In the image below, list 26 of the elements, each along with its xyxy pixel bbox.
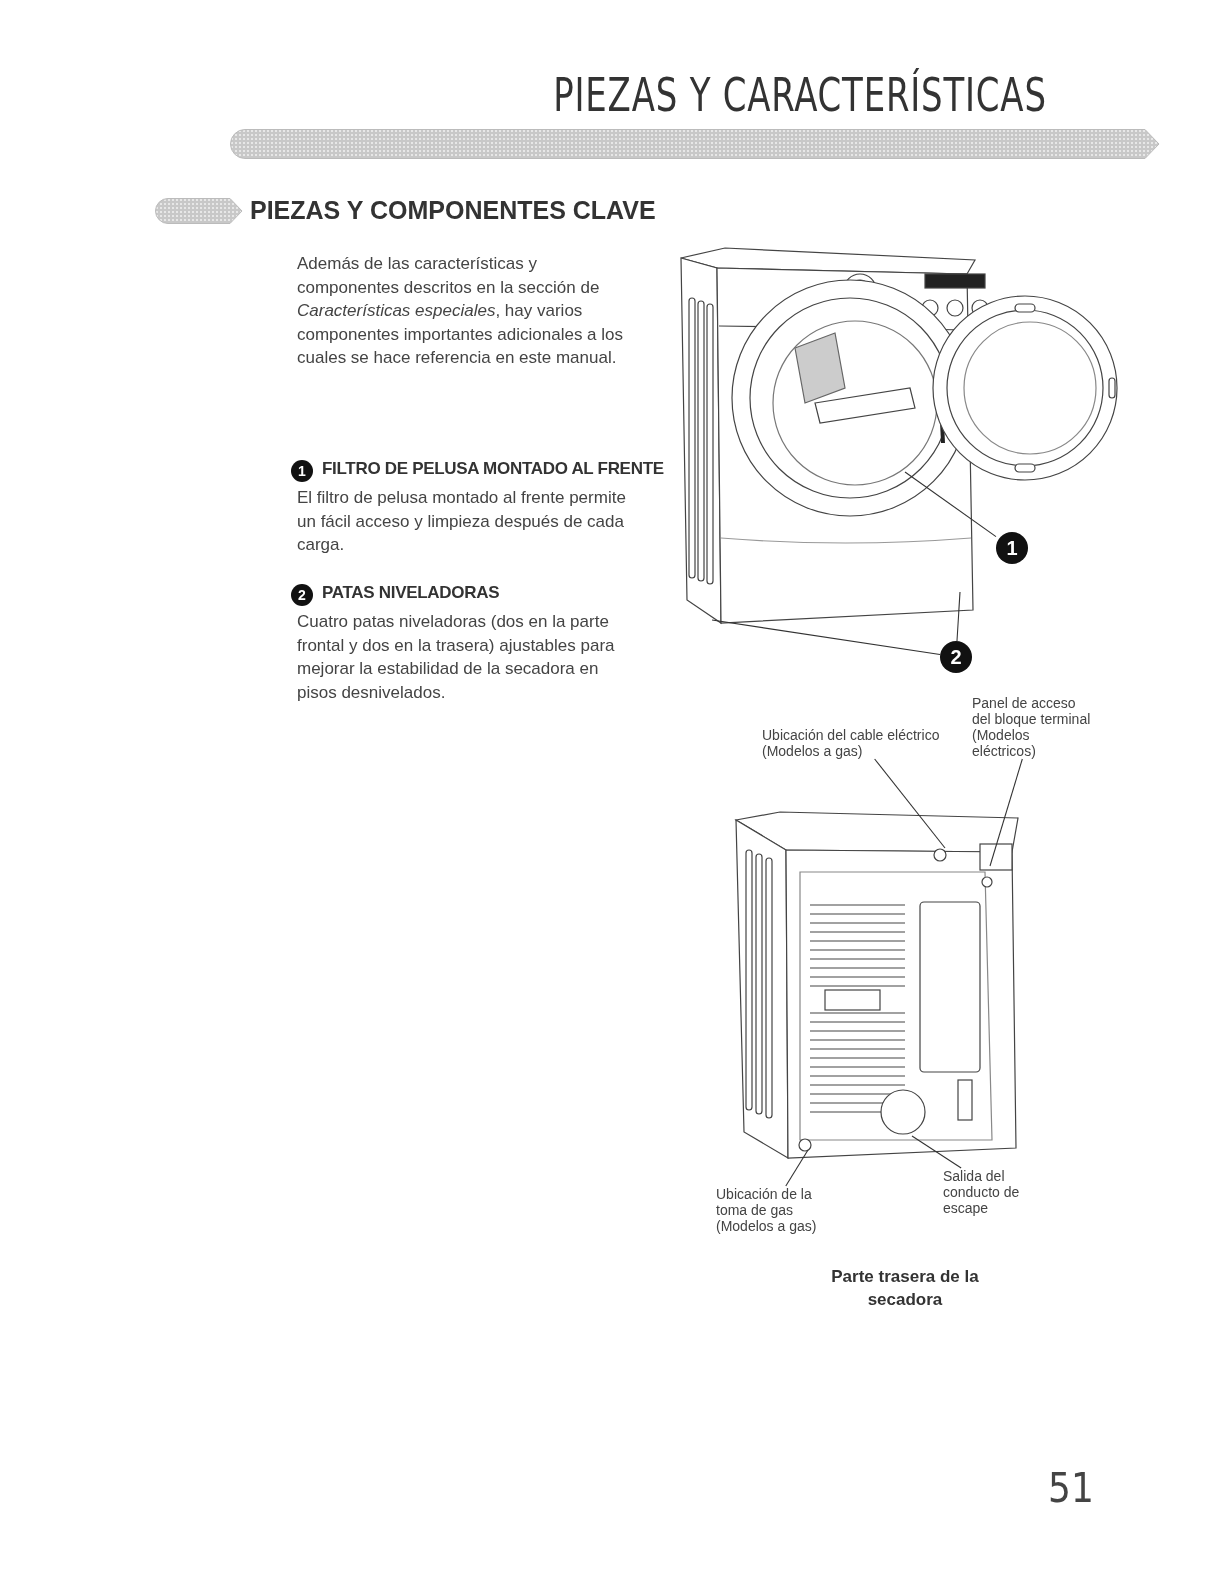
callout-number: 2 (291, 584, 313, 606)
figure-caption: Parte trasera de la secadora (830, 1266, 980, 1311)
callout-number: 1 (291, 460, 313, 482)
heading-tab (155, 198, 243, 224)
part-label: Ubicación de la toma de gas (Modelos a gas) (716, 1186, 826, 1234)
callout-number: 2 (940, 641, 972, 673)
item-description: El filtro de pelusa montado al frente permite un fácil acceso y limpieza después de cada carga. (297, 487, 627, 556)
title-bar (230, 129, 1160, 159)
item-description: Cuatro patas niveladoras (dos en la parte frontal y dos en la trasera) ajustables para mejorar la estabilidad de la secadora en pisos desnivelados. (297, 611, 616, 704)
leader-line (874, 758, 946, 849)
part-label: Ubicación del cable eléctrico (Modelos a gas) (762, 727, 962, 759)
item-heading: FILTRO DE PELUSA MONTADO AL FRENTE (322, 459, 664, 479)
part-label: Salida del conducto de escape (943, 1168, 1053, 1216)
section-heading: PIEZAS Y COMPONENTES CLAVE (250, 196, 656, 225)
leader-line (711, 619, 941, 656)
callout-number: 1 (996, 532, 1028, 564)
item-heading: PATAS NIVELADORAS (322, 583, 500, 603)
leader-line (911, 1135, 962, 1169)
page-title: PIEZAS Y CARACTERÍSTICAS (552, 68, 1048, 122)
leader-line (904, 471, 997, 538)
page-number: 51 (1048, 1465, 1094, 1511)
leader-line (956, 591, 961, 642)
leader-line (785, 1149, 809, 1187)
leader-line (989, 758, 1023, 867)
part-label: Panel de acceso del bloque terminal (Modelos eléctricos) (972, 695, 1092, 759)
intro-paragraph: Además de las características y componentes descritos en la sección de Características especiales, hay varios componentes importantes adicionales a los cuales se hace referencia en este manual. (297, 253, 625, 369)
